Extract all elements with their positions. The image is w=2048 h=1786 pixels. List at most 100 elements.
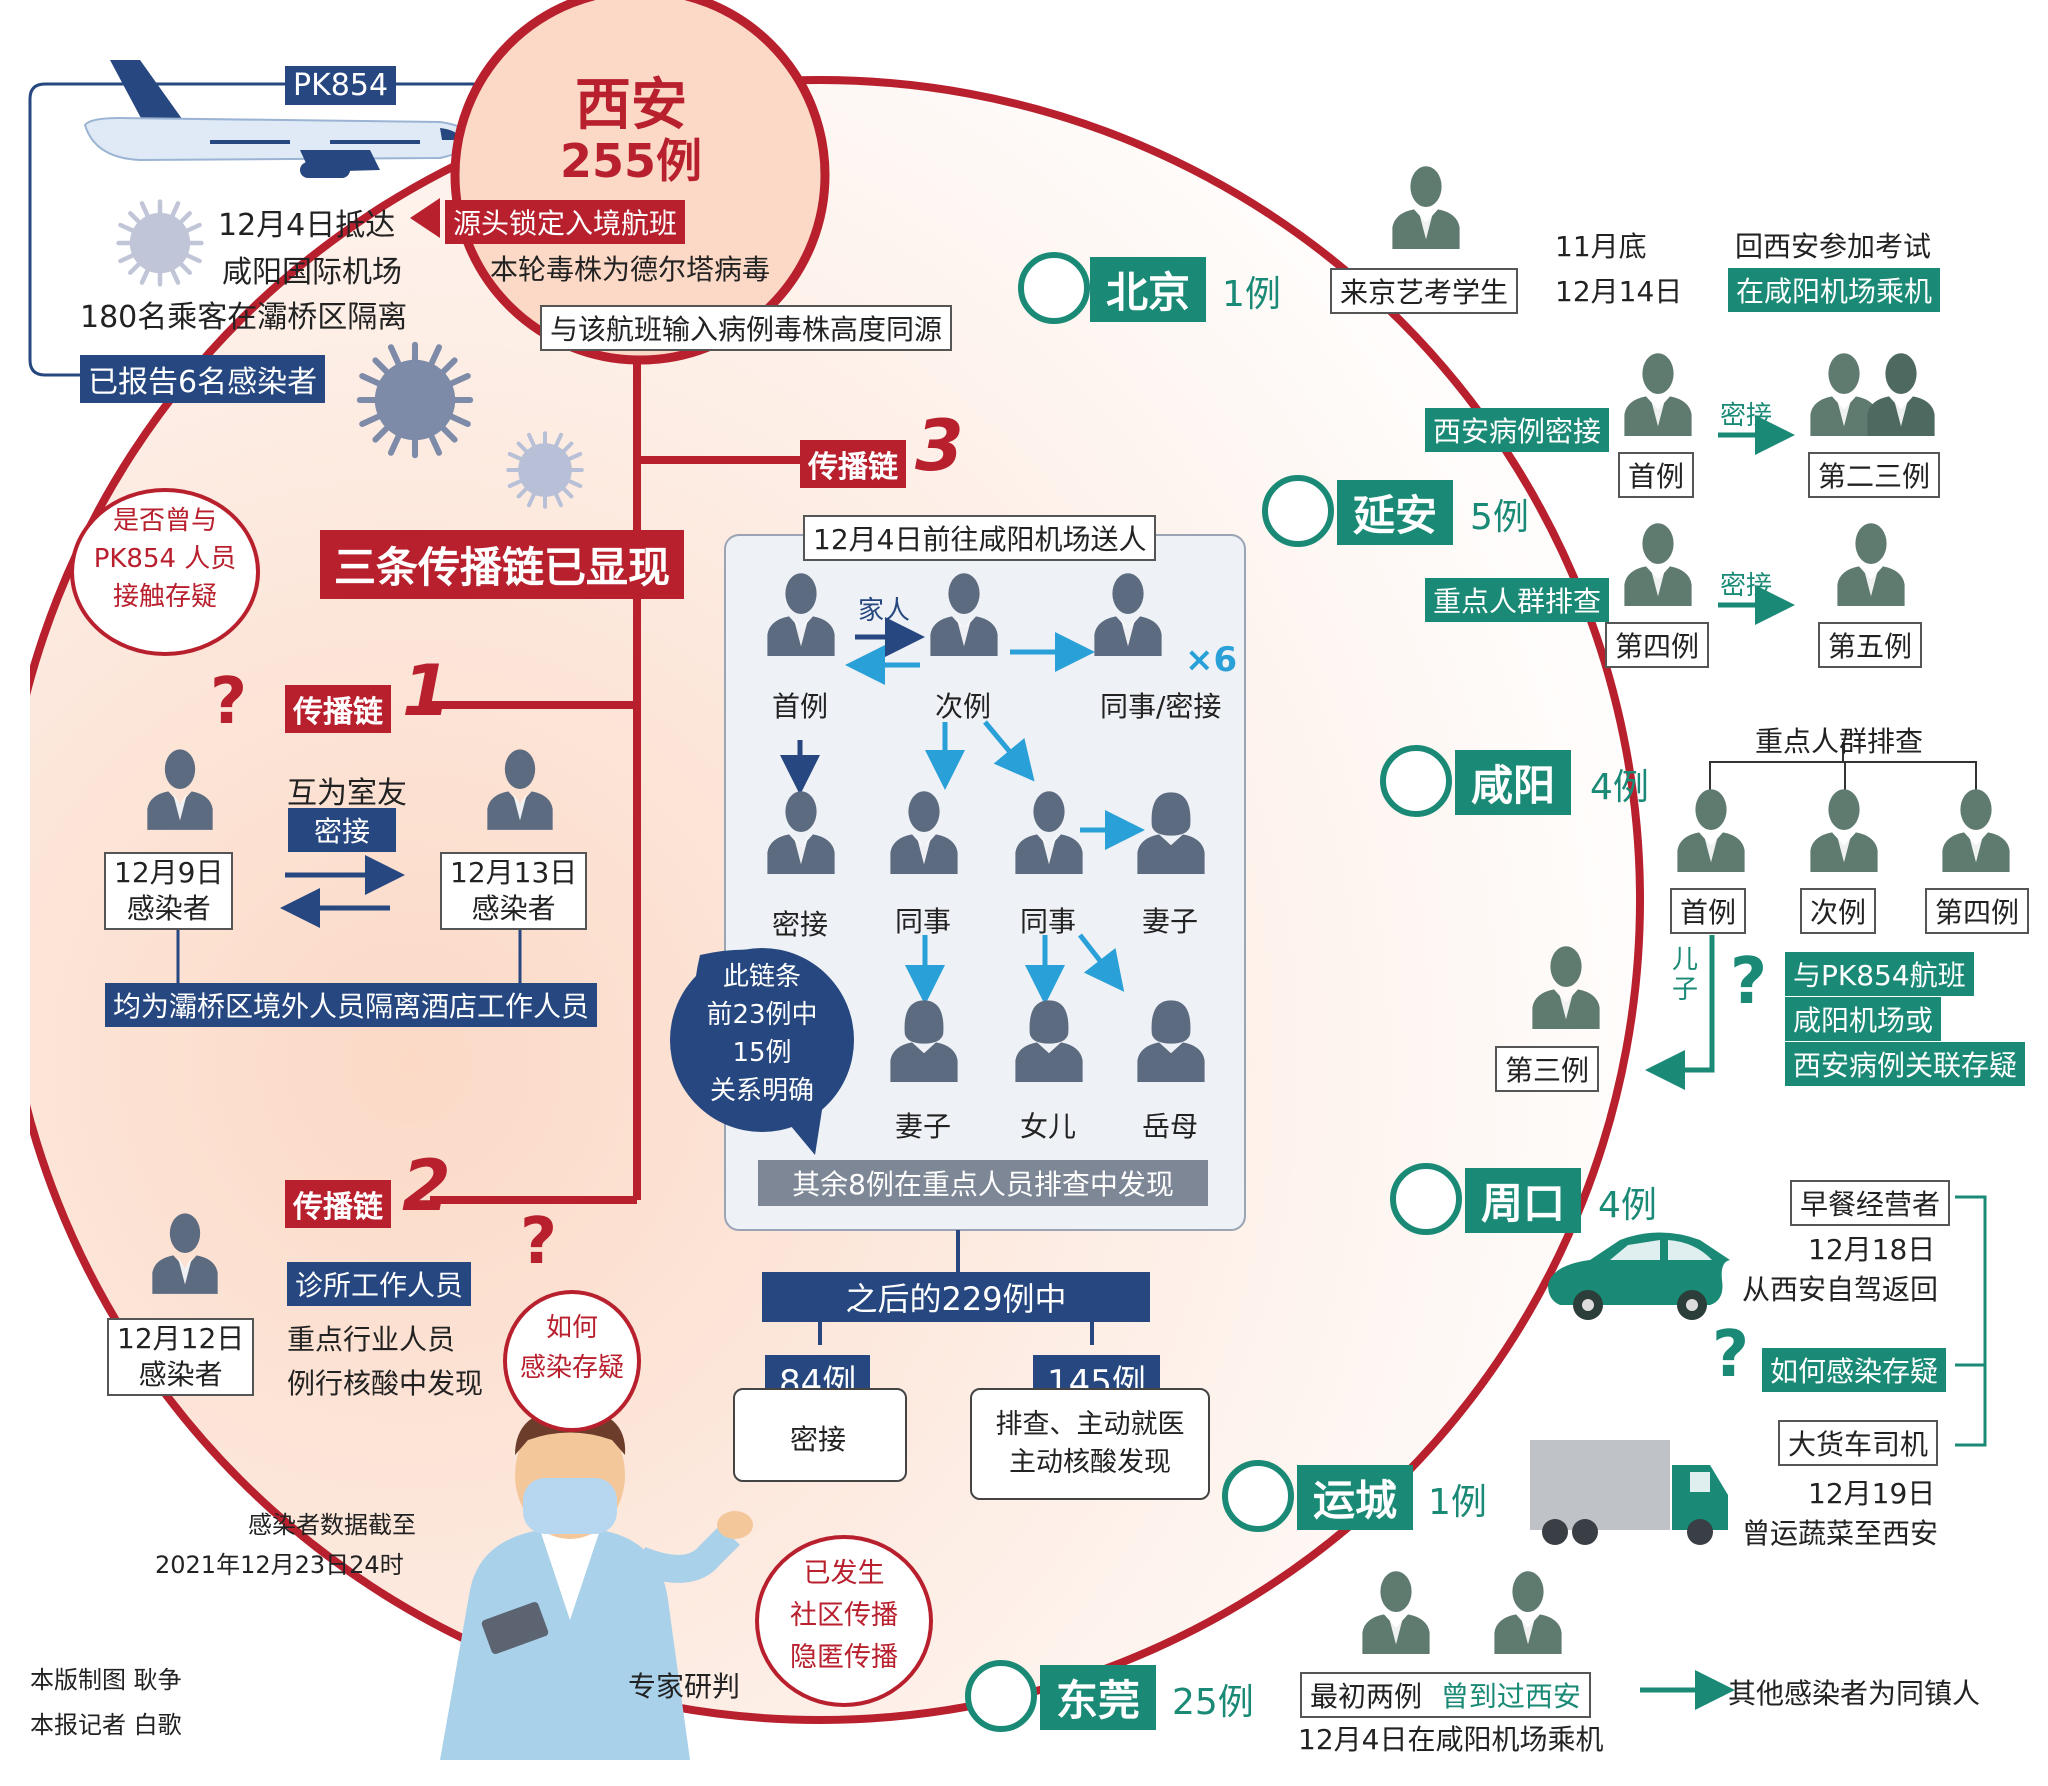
chain2-desc2: 例行核酸中发现 (287, 1367, 484, 1400)
person-icon (1810, 789, 1878, 872)
yanan-tag2: 重点人群排查 (1425, 578, 1610, 622)
person-icon (1867, 353, 1935, 436)
xianyang-screen: 重点人群排查 (1755, 725, 1924, 758)
chain2-case: 12月12日感染者 (107, 1318, 255, 1396)
xianyang-case1: 首例 (1670, 888, 1747, 934)
chain1-contact: 密接 (288, 808, 397, 852)
chain2-question-bubble: 如何感染存疑 (503, 1290, 641, 1432)
xian-title: 西安 (575, 73, 687, 138)
xianyang-son: 儿子 (1672, 945, 1699, 1005)
xianyang-dot (1380, 745, 1452, 817)
xian-count: 255例 (560, 134, 703, 188)
virus-icon (119, 202, 202, 285)
yuncheng-date: 12月19日 (1808, 1477, 1936, 1510)
yanan-case5: 第五例 (1818, 622, 1923, 668)
zhoukou-dot (1390, 1163, 1462, 1235)
beijing-who: 来京艺考学生 (1330, 268, 1519, 314)
data-note-1: 感染者数据截至 (248, 1511, 416, 1539)
xian-strain: 本轮毒株为德尔塔病毒 (490, 253, 771, 286)
xianyang-q2: 咸阳机场或 (1785, 997, 1942, 1041)
xian-same-source: 与该航班输入病例毒株高度同源 (540, 305, 953, 351)
yuncheng-event: 曾运蔬菜至西安 (1742, 1517, 1939, 1550)
beijing-count: 1例 (1222, 274, 1281, 315)
xianyang-case2: 次例 (1800, 888, 1877, 934)
xian-source-tag: 源头锁定入境航班 (445, 200, 686, 244)
chain3-first: 首例 (772, 690, 829, 723)
flight-reported: 已报告6名感染者 (80, 355, 326, 403)
chain3-wife2: 妻子 (895, 1110, 952, 1143)
person-icon (1942, 789, 2010, 872)
zhoukou-person1: 早餐经营者 (1790, 1180, 1951, 1226)
yuncheng-count: 1例 (1428, 1482, 1487, 1523)
yuncheng-name: 运城 (1297, 1465, 1414, 1530)
chain2-desc1: 重点行业人员 (287, 1323, 456, 1356)
expert-label: 专家研判 (628, 1670, 741, 1703)
chain2-role: 诊所工作人员 (287, 1262, 472, 1306)
chain1-case-right: 12月13日感染者 (440, 852, 588, 930)
virus-icon (360, 345, 470, 455)
later-a-desc: 密接 (790, 1423, 847, 1456)
beijing-event2: 在咸阳机场乘机 (1728, 268, 1941, 312)
dongguan-been: 曾到过西安 (1440, 1680, 1581, 1713)
person-icon (1494, 1571, 1562, 1654)
yanan-contact2: 密接 (1720, 571, 1773, 601)
dongguan-others: 其他感染者为同镇人 (1728, 1677, 1981, 1710)
flight-arrive-date: 12月4日抵达 (218, 208, 396, 243)
chain1-label: 传播链 (285, 685, 391, 733)
zhoukou-count: 4例 (1598, 1185, 1657, 1226)
dongguan-name: 东莞 (1040, 1665, 1157, 1730)
xianyang-count: 4例 (1590, 767, 1649, 808)
yanan-contact1: 密接 (1720, 401, 1773, 431)
person-icon (1362, 1571, 1430, 1654)
zhoukou-date1: 12月18日 (1808, 1233, 1936, 1266)
question-mark-icon: ? (210, 665, 248, 739)
beijing-date1: 11月底 (1555, 230, 1647, 263)
dongguan-first-box: 最初两例 曾到过西安 (1300, 1672, 1591, 1718)
question-mark-icon: ? (1712, 1318, 1750, 1392)
beijing-name: 北京 (1090, 257, 1207, 322)
beijing-event1: 回西安参加考试 (1735, 230, 1932, 263)
truck-icon (1530, 1440, 1728, 1545)
chain3-second: 次例 (935, 690, 992, 723)
note-bubble (670, 948, 854, 1132)
chain-connector (430, 360, 820, 1204)
zhoukou-question: 如何感染存疑 (1762, 1348, 1947, 1392)
zhoukou-name: 周口 (1465, 1168, 1582, 1233)
later-b-box: 排查、主动就医主动核酸发现 (970, 1388, 1210, 1500)
yanan-name: 延安 (1337, 480, 1454, 545)
chain1-case-left: 12月9日感染者 (104, 852, 234, 930)
xianyang-case4: 第四例 (1925, 888, 2030, 934)
chain3-family: 家人 (858, 596, 911, 626)
credit-graphic: 本版制图 耿争 (30, 1666, 182, 1694)
question-mark-icon: ? (520, 1205, 558, 1279)
yuncheng-dot (1222, 1460, 1294, 1532)
chain3-wife1: 妻子 (1142, 905, 1199, 938)
xianyang-q1: 与PK854航班 (1785, 952, 1974, 996)
credit-reporter: 本报记者 白歌 (30, 1711, 182, 1739)
beijing-dot (1018, 252, 1090, 324)
chain1-footer: 均为灞桥区境外人员隔离酒店工作人员 (105, 983, 598, 1027)
person-icon (1677, 789, 1745, 872)
chain2-number: 2 (402, 1145, 451, 1227)
main-title: 三条传播链已显现 (320, 530, 685, 599)
person-icon (1392, 166, 1460, 249)
flight-airport: 咸阳国际机场 (222, 255, 402, 290)
chain3-label: 传播链 (800, 440, 906, 488)
person-icon (1624, 353, 1692, 436)
dongguan-dot (965, 1660, 1037, 1732)
person-icon (1837, 523, 1905, 606)
data-note-2: 2021年12月23日24时 (155, 1551, 404, 1579)
chain3-colleague-contact: 同事/密接 (1100, 690, 1222, 723)
chain3-contact: 密接 (772, 908, 829, 941)
yanan-tag1: 西安病例密接 (1425, 408, 1610, 452)
question-mark-icon: ? (1730, 945, 1768, 1019)
chain3-title: 12月4日前往咸阳机场送人 (803, 515, 1157, 561)
virus-icon (506, 431, 584, 509)
dongguan-count: 25例 (1172, 1682, 1254, 1723)
chain3-colleague2: 同事 (1020, 905, 1077, 938)
chain3-daughter: 女儿 (1020, 1110, 1077, 1143)
chain3-rest: 其余8例在重点人员排查中发现 (758, 1160, 1208, 1206)
